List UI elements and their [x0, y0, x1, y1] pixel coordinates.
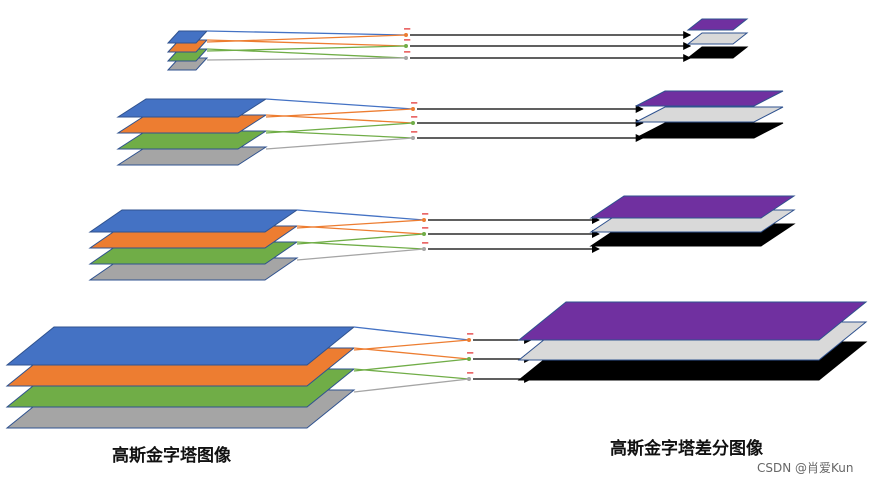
difference-lines: − − − [296, 209, 429, 261]
junction-dot [411, 136, 415, 140]
dog-pyramid-label: 高斯金字塔差分图像 [610, 439, 763, 459]
purple-dog-layer [686, 18, 749, 31]
connector-line [206, 39, 407, 47]
pyramid-level-1: −−− [166, 18, 749, 71]
gaussian-pyramid-label: 高斯金字塔图像 [112, 446, 231, 466]
connector-line [296, 225, 425, 235]
connector-line [265, 122, 414, 134]
difference-lines: − − − [353, 326, 474, 393]
lightgray-dog-layer [635, 106, 784, 123]
minus-sign: − [403, 47, 411, 58]
junction-dot [467, 338, 471, 342]
purple-dog-layer [635, 90, 784, 107]
connector-line [265, 98, 414, 110]
minus-sign: − [421, 209, 429, 220]
gray-layer [116, 146, 268, 166]
minus-sign: − [421, 223, 429, 234]
connector-line [265, 130, 414, 139]
difference-lines: −−− [206, 24, 411, 61]
pyramid-level-2: − − − [116, 90, 784, 166]
minus-sign: − [410, 127, 418, 138]
difference-lines: − − − [265, 98, 418, 150]
purple-dog-layer [589, 195, 796, 219]
minus-sign: − [466, 329, 474, 340]
minus-sign: − [403, 35, 411, 46]
connector-line [265, 137, 414, 150]
blue-layer [88, 209, 299, 233]
junction-dot [404, 33, 408, 37]
junction-dot [411, 107, 415, 111]
purple-dog-layer [517, 301, 868, 341]
junction-dot [404, 56, 408, 60]
black-dog-layer [686, 46, 749, 59]
connector-line [353, 347, 470, 360]
minus-sign: − [403, 24, 411, 35]
junction-dot [422, 218, 426, 222]
connector-line [265, 114, 414, 124]
green-layer [116, 130, 268, 150]
connector-line [206, 57, 407, 61]
junction-dot [404, 44, 408, 48]
blue-layer [116, 98, 268, 118]
pyramid-levels: −−−−−−−−−−−− [5, 18, 868, 429]
junction-dot [422, 232, 426, 236]
blue-layer [5, 326, 356, 366]
minus-sign: − [410, 112, 418, 123]
csdn-watermark: CSDN @肖爱Kun [757, 461, 854, 475]
junction-dot [422, 247, 426, 251]
connector-line [296, 209, 425, 221]
minus-sign: − [466, 348, 474, 359]
orange-layer [116, 114, 268, 134]
pyramid-level-3: − − − [88, 195, 796, 281]
connector-line [206, 48, 407, 59]
blue-layer [166, 30, 209, 44]
connector-line [296, 219, 425, 229]
minus-sign: − [410, 98, 418, 109]
connector-line [296, 248, 425, 261]
minus-sign: − [421, 238, 429, 249]
connector-line [353, 358, 470, 372]
minus-sign: − [466, 368, 474, 379]
connector-line [353, 378, 470, 393]
connector-line [265, 108, 414, 118]
connector-line [206, 30, 407, 36]
lightgray-dog-layer [686, 32, 749, 45]
connector-line [296, 241, 425, 250]
junction-dot [467, 377, 471, 381]
junction-dot [467, 357, 471, 361]
connector-line [353, 326, 470, 341]
pyramid-level-4: − − − [5, 301, 868, 429]
connector-line [296, 233, 425, 245]
black-dog-layer [635, 122, 784, 139]
connector-line [353, 339, 470, 351]
connector-line [353, 368, 470, 380]
junction-dot [411, 121, 415, 125]
